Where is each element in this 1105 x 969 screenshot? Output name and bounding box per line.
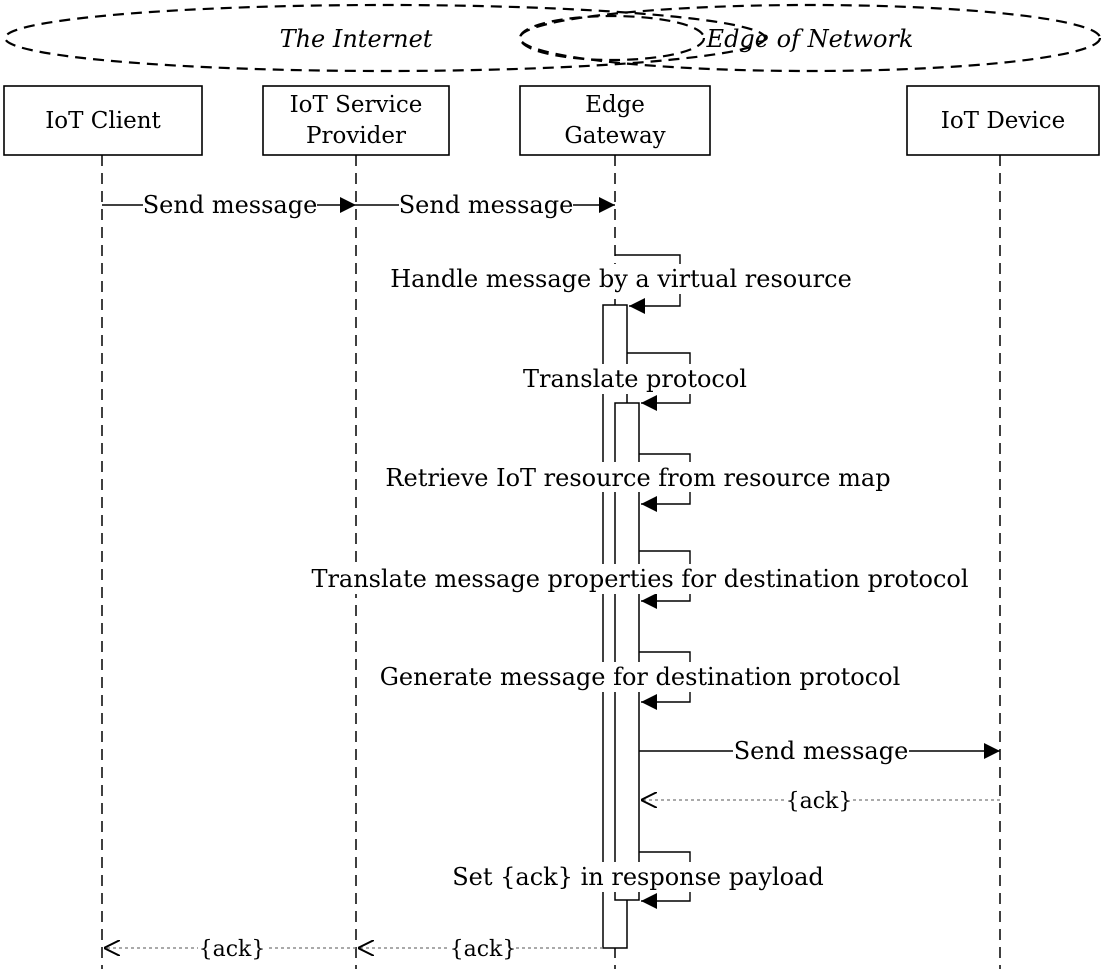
- self-message-translate-protocol-label: Translate protocol: [523, 365, 747, 393]
- message-send-provider-gateway: Send message: [356, 190, 615, 220]
- self-message-translate-properties: Translate message properties for destina…: [311, 550, 969, 609]
- return-ack-device-label: {ack}: [786, 789, 853, 814]
- participant-provider-label-line2: Provider: [306, 123, 406, 149]
- message-send-gateway-device: Send message: [639, 736, 1000, 766]
- participant-gateway-label-line2: Gateway: [564, 123, 665, 149]
- self-message-translate-protocol: Translate protocol: [522, 352, 748, 411]
- participant-provider-label-line1: IoT Service: [290, 92, 423, 118]
- participant-gateway-label-line1: Edge: [585, 92, 645, 118]
- self-message-retrieve-resource: Retrieve IoT resource from resource map: [385, 453, 891, 512]
- internet-region: [3, 3, 767, 73]
- participant-edge-gateway: Edge Gateway: [519, 85, 711, 156]
- edge-network-region: [518, 3, 1102, 73]
- return-ack-gateway: {ack}: [358, 934, 603, 962]
- self-message-retrieve-resource-label: Retrieve IoT resource from resource map: [385, 464, 890, 492]
- self-message-set-ack: Set {ack} in response payload: [452, 851, 824, 909]
- edge-region-label: Edge of Network: [706, 25, 914, 53]
- message-send-gateway-device-label: Send message: [734, 737, 909, 765]
- internet-region-label: The Internet: [280, 25, 433, 53]
- participant-iot-device-label: IoT Device: [941, 108, 1065, 134]
- self-message-set-ack-label: Set {ack} in response payload: [452, 863, 824, 891]
- message-send-provider-gateway-label: Send message: [399, 191, 574, 219]
- self-message-handle: Handle message by a virtual resource: [386, 254, 858, 314]
- self-message-translate-properties-label: Translate message properties for destina…: [311, 565, 968, 593]
- return-ack-provider: {ack}: [104, 934, 356, 962]
- self-message-generate-label: Generate message for destination protoco…: [380, 663, 901, 691]
- self-message-generate: Generate message for destination protoco…: [378, 651, 902, 710]
- participant-iot-client: IoT Client: [3, 85, 203, 156]
- message-send-client-provider: Send message: [102, 190, 356, 220]
- self-message-handle-label: Handle message by a virtual resource: [390, 265, 852, 293]
- participant-iot-service-provider: IoT Service Provider: [262, 85, 450, 156]
- return-ack-device: {ack}: [641, 786, 1000, 814]
- participant-iot-device: IoT Device: [906, 85, 1100, 156]
- message-send-client-provider-label: Send message: [143, 191, 318, 219]
- region-overlap: [518, 14, 706, 62]
- participant-iot-client-label: IoT Client: [45, 108, 161, 134]
- return-ack-provider-label: {ack}: [199, 937, 266, 962]
- return-ack-gateway-label: {ack}: [450, 937, 517, 962]
